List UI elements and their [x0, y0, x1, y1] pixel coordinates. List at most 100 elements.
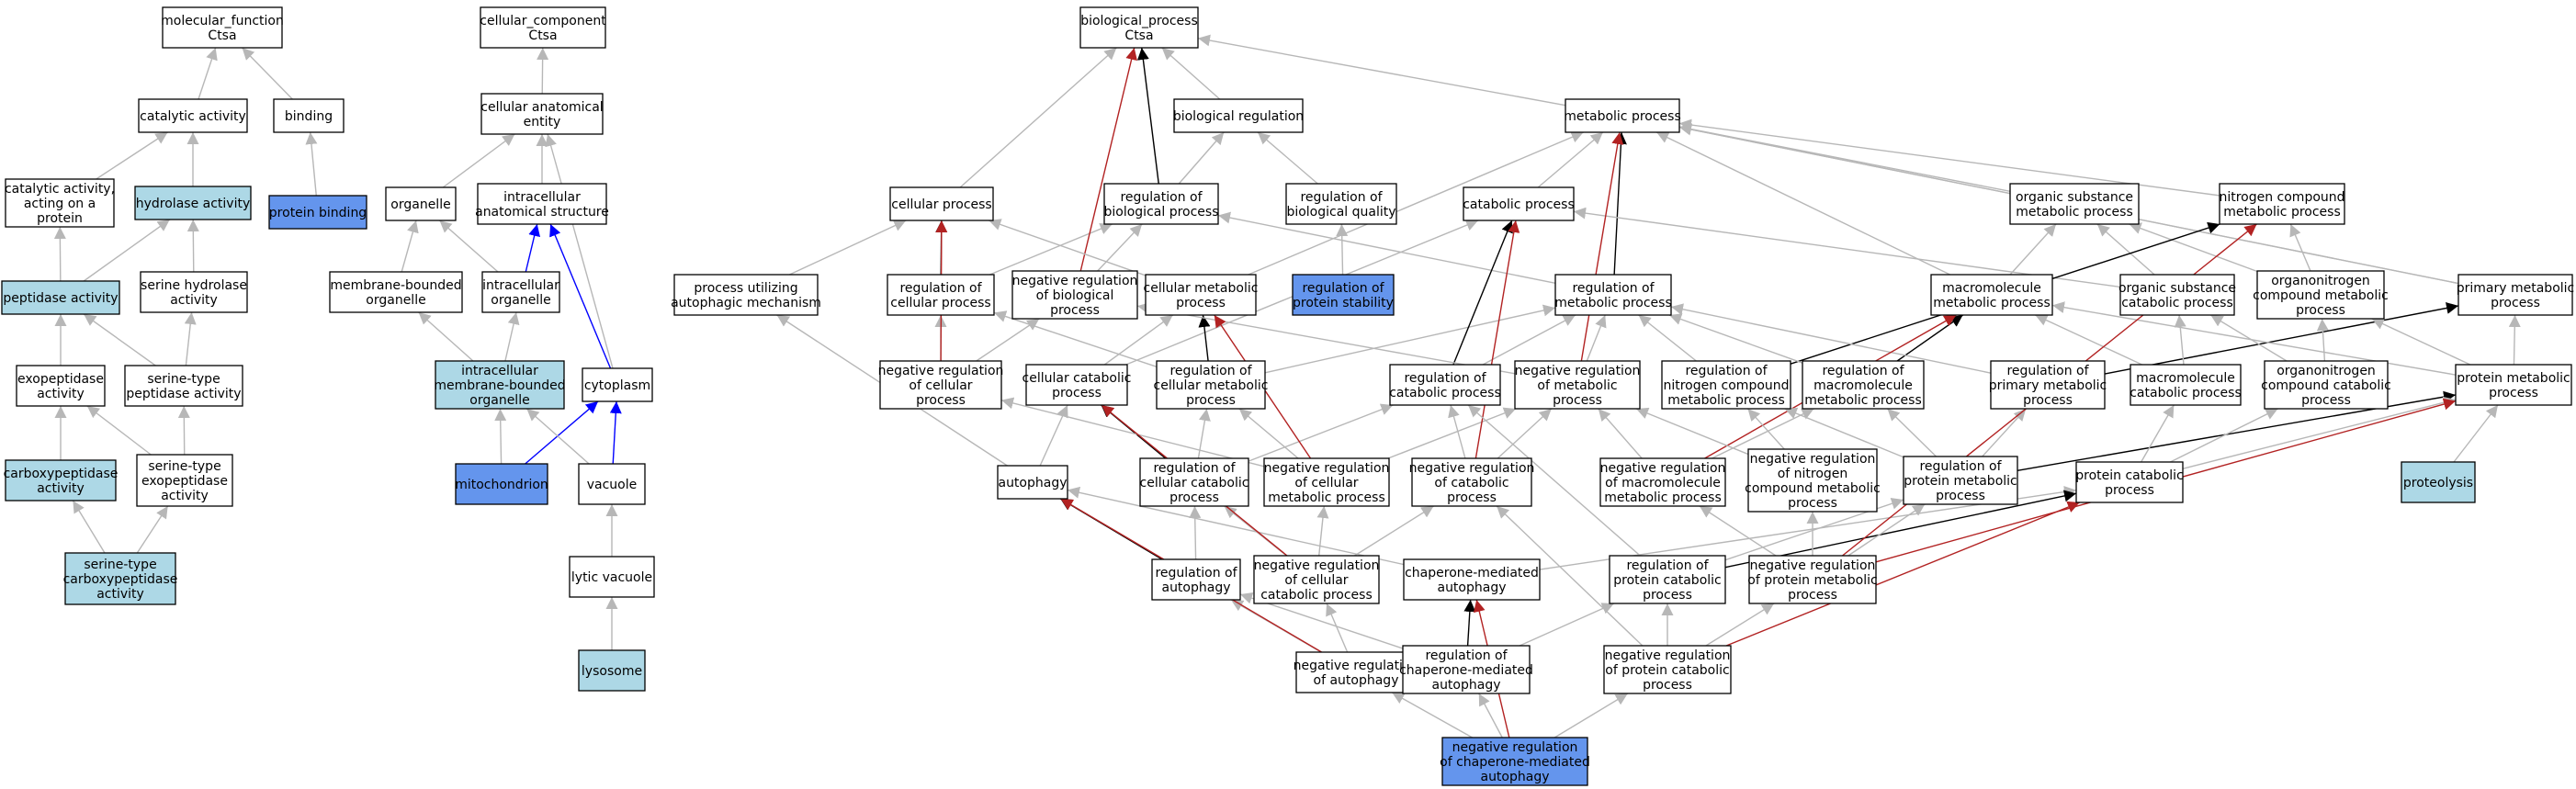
node-box [1990, 360, 2106, 410]
edge-is-a [2009, 223, 2057, 276]
node-box [1139, 457, 1249, 507]
edge-is-a [2371, 318, 2471, 366]
node-box [1565, 98, 1680, 133]
edge-is-a [2129, 222, 2258, 273]
edge-is-a [184, 311, 197, 366]
node-mitochondrion: mitochondrion [455, 463, 548, 505]
edge-is-a [1554, 693, 1629, 738]
node-box [1025, 364, 1128, 406]
edge-is-a [789, 220, 907, 276]
edge-is-a [177, 405, 190, 456]
edge-regulates [1613, 131, 1627, 276]
node-box [2457, 274, 2573, 316]
node-box [2009, 183, 2140, 225]
edge-is-a [1655, 131, 1950, 276]
node-label: lytic vacuole [571, 570, 652, 585]
node-vacuole: vacuole [578, 463, 646, 505]
node-box [1285, 183, 1397, 225]
edge-is-a [1136, 302, 1516, 375]
edge-is-a [2141, 404, 2175, 463]
edge-is-a [1519, 603, 1615, 647]
edge-is-a [2170, 408, 2278, 463]
edge-part-of [525, 223, 541, 273]
node-label: cellular process [891, 197, 991, 212]
node-box [1389, 364, 1501, 406]
edge-is-a [959, 47, 1117, 188]
edge-is-a [1598, 408, 1643, 459]
edge-is-a [1067, 486, 1405, 566]
edge-is-a [1178, 131, 1225, 185]
node-label: metabolic process [1564, 109, 1681, 124]
edge-is-a [1391, 692, 1473, 738]
edge-is-a [1257, 131, 1318, 185]
edge-is-a [305, 131, 318, 197]
edge-is-a [1097, 223, 1143, 272]
edge-is-a [418, 311, 474, 362]
node-box [138, 98, 248, 133]
edge-is-a [1635, 407, 1749, 456]
node-catalytic-activity: catalytic activity [138, 98, 248, 133]
edge-regulates [1896, 314, 1963, 362]
node-box [1, 280, 120, 315]
node-box [16, 365, 106, 407]
edge-is-a [525, 408, 590, 465]
edge-regulates [1198, 314, 1211, 362]
edge-negatively-regulates [1474, 220, 1520, 459]
edge-is-a [2210, 314, 2288, 362]
edge-is-a [1387, 407, 1517, 459]
edge-is-a [2174, 314, 2186, 366]
node-box [385, 186, 457, 221]
node-label: organelle [390, 197, 450, 212]
node-lysosome: lysosome [578, 649, 646, 692]
edge-is-a [442, 133, 515, 188]
node-peptidase: peptidase activity [1, 280, 120, 315]
edge-is-a [976, 318, 1040, 362]
edge-is-a [537, 47, 549, 95]
node-label: autophagy [998, 476, 1067, 490]
edge-is-a [2453, 404, 2499, 463]
edge-is-a [2316, 318, 2329, 362]
edge-negatively-regulates [1725, 501, 2081, 647]
node-hydrolase: hydrolase activity [134, 186, 252, 220]
edge-is-a [53, 226, 66, 282]
node-label: cytoplasm [584, 378, 650, 393]
node-box [1903, 456, 2018, 505]
